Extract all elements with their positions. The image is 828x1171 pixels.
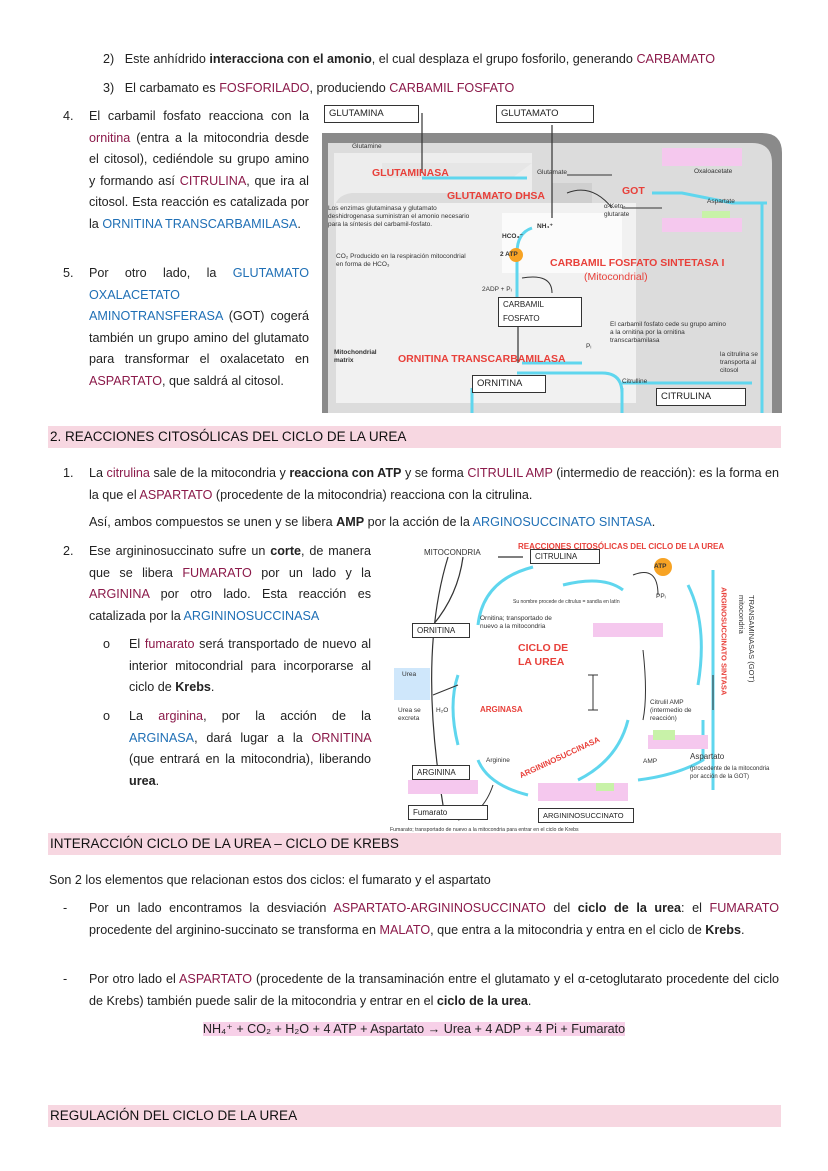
step-2: 2) Este anhídrido interacciona con el am… — [103, 52, 716, 66]
cycle-arrows — [394, 556, 715, 821]
urea-equation: NH₄⁺ + CO₂ + H₂O + 4 ATP + Aspartato → U… — [202, 1022, 626, 1036]
cytosolic-diagram: REACCIONES CITOSÓLICAS DEL CICLO DE LA U… — [388, 535, 782, 835]
hco3-label: HCO₃⁻ — [502, 233, 523, 240]
transporte-note: la citrulina se transporta al citosol — [720, 351, 758, 374]
ornitina-box-2: ORNITINA — [412, 623, 470, 638]
otc-label: ORNITINA TRANSCARBAMILASA — [398, 353, 566, 365]
section-2-header: 2. REACCIONES CITOSÓLICAS DEL CICLO DE L… — [48, 426, 781, 448]
sub-item-2: La arginina, por la acción de la ARGINAS… — [129, 709, 371, 788]
step-3: 3) El carbamato es FOSFORILADO, producie… — [103, 81, 515, 95]
citrulil-note: Citrulil AMP (intermedio de reacción) — [650, 699, 692, 722]
aspartate-label: Aspartate — [707, 198, 735, 205]
item-2-number: 2. — [63, 544, 74, 558]
carbamil-fosfato-box: CARBAMIL FOSFATO — [498, 297, 582, 327]
item-5-text: Por otro lado, la GLUTAMATO OXALACETATO … — [89, 266, 309, 388]
fumarato-box: Fumarato — [408, 805, 488, 820]
item-2-text: Ese argininosuccinato sufre un corte, de… — [89, 544, 371, 623]
bullet-1: o — [103, 637, 111, 651]
cps-label: CARBAMIL FOSFATO SINTETASA I — [550, 257, 725, 269]
item-1-number: 1. — [63, 466, 74, 480]
section-3-intro: Son 2 los elementos que relacionan estos… — [49, 873, 491, 887]
section-4-header: REGULACIÓN DEL CICLO DE LA UREA — [48, 1105, 781, 1127]
citrulina-box-2: CITRULINA — [530, 549, 600, 564]
ppi-label: PPᵢ — [656, 593, 666, 600]
arginasa-label: ARGINASA — [480, 705, 523, 714]
dash-1: - — [63, 901, 68, 915]
amp-label: AMP — [643, 758, 658, 765]
adp-label: 2ADP + Pᵢ — [482, 286, 512, 293]
citrulina-box: CITRULINA — [656, 388, 746, 406]
ornitina-box: ORNITINA — [472, 375, 546, 393]
argininosuccinato-box: ARGININOSUCCINATO — [538, 808, 634, 823]
bullet-2: o — [103, 709, 111, 723]
mitochondrial-diagram: GLUTAMINA GLUTAMATO Glutamine GLUTAMINAS… — [322, 103, 782, 413]
pi-label: Pᵢ — [586, 343, 592, 350]
su-nombre-note: Su nombre procede de citrulus = sandía e… — [513, 599, 620, 605]
fumarato-note: Fumarato; transportado de nuevo a la mit… — [390, 827, 579, 833]
ornitina-note: Ornitina; transportado de nuevo a la mit… — [480, 615, 552, 630]
matrix-label: Mitochondrial matrix — [334, 349, 377, 364]
co2-note: CO₂ Producido en la respiración mitocond… — [336, 253, 466, 268]
transaminasas-label: TRANSAMINASAS (GOT) mitocondria — [737, 595, 756, 683]
aspartato-label: Aspartato — [690, 752, 725, 761]
ciclo-urea-label: CICLO DE LA UREA — [518, 642, 569, 668]
glutamine-label: Glutamine — [352, 143, 382, 150]
cps-sub-label: (Mitocondrial) — [584, 271, 648, 283]
ketoglutarate-label: α-Keto-glutarate — [604, 203, 630, 218]
item-5-number: 5. — [63, 266, 74, 280]
glutamato-dhsa-label: GLUTAMATO DHSA — [447, 190, 545, 202]
atp-badge: ATP — [654, 563, 667, 570]
dash-item-1: Por un lado encontramos la desviación AS… — [89, 901, 779, 937]
item-1-text: La citrulina sale de la mitocondria y re… — [89, 466, 779, 502]
atp-label: 2 ATP — [500, 251, 518, 258]
dash-item-2: Por otro lado el ASPARTATO (procedente d… — [89, 972, 779, 1008]
item-4-number: 4. — [63, 109, 74, 123]
item-1-text-b: Así, ambos compuestos se unen y se liber… — [89, 515, 656, 529]
sub-item-1: El fumarato será transportado de nuevo a… — [129, 637, 371, 694]
got-label: GOT — [622, 185, 645, 197]
glutamate-label: Glutamate — [537, 169, 567, 176]
urea-note: Urea se excreta — [398, 707, 421, 722]
arg-sintasa-label: ARGINOSUCCINATO SINTASA — [719, 587, 729, 696]
cede-note: El carbamil fosfato cede su grupo amino … — [610, 321, 726, 344]
glutamato-box: GLUTAMATO — [496, 105, 594, 123]
glutaminasa-label: GLUTAMINASA — [372, 167, 449, 179]
mitocondria-label: MITOCONDRIA — [424, 548, 481, 557]
glutamina-box: GLUTAMINA — [324, 105, 419, 123]
mitochondria-shape — [322, 113, 782, 413]
oxaloacetate-label: Oxaloacetate — [694, 168, 733, 175]
fig2-title: REACCIONES CITOSÓLICAS DEL CICLO DE LA U… — [518, 542, 725, 551]
item-4-text: El carbamil fosfato reacciona con la orn… — [89, 109, 309, 231]
enzimas-note: Los enzimas glutaminasa y glutamato desh… — [328, 205, 470, 228]
section-3-header: INTERACCIÓN CICLO DE LA UREA – CICLO DE … — [48, 833, 781, 855]
dash-2: - — [63, 972, 68, 986]
urea-label: Urea — [402, 671, 417, 678]
arginine-label: Arginine — [486, 757, 510, 764]
citrulline-label: Citrulline — [622, 378, 648, 385]
aspartato-note: (procedente de la mitocondria por acción… — [690, 766, 770, 780]
equation-line: NH₄⁺ + CO₂ + H₂O + 4 ATP + Aspartato → U… — [0, 1019, 828, 1041]
h2o-label: H₂O — [436, 707, 449, 714]
arginina-box: ARGININA — [412, 765, 470, 780]
nh4-label: NH₄⁺ — [537, 223, 553, 230]
